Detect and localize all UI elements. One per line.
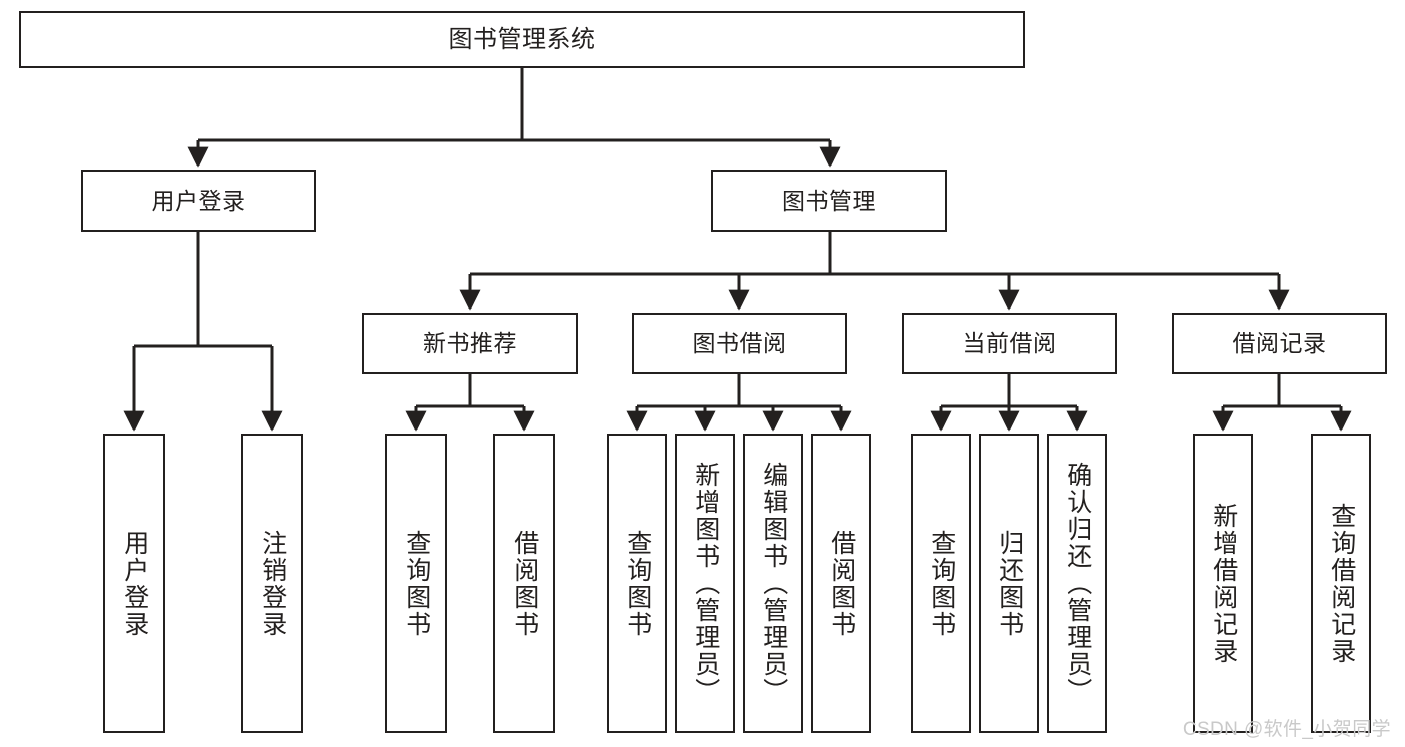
node-leaf-query-book-newbook[interactable]: 查询图书: [385, 434, 447, 733]
node-leaf-add-book-admin[interactable]: 新增图书（管理员）: [675, 434, 735, 733]
node-new-book-recommend[interactable]: 新书推荐: [362, 313, 578, 374]
node-label: 新增图书（管理员）: [691, 462, 720, 705]
node-leaf-logout[interactable]: 注销登录: [241, 434, 303, 733]
csdn-watermark: CSDN @软件_小贺同学: [1182, 719, 1391, 740]
node-label: 查询图书: [623, 529, 652, 638]
node-label: 归还图书: [995, 529, 1024, 638]
node-current-borrow[interactable]: 当前借阅: [902, 313, 1117, 374]
node-leaf-query-book-borrow[interactable]: 查询图书: [607, 434, 667, 733]
node-book-borrow[interactable]: 图书借阅: [632, 313, 847, 374]
node-label: 编辑图书（管理员）: [759, 462, 788, 705]
node-leaf-return-book[interactable]: 归还图书: [979, 434, 1039, 733]
node-label: 借阅记录: [1232, 330, 1327, 357]
node-leaf-query-borrow-record[interactable]: 查询借阅记录: [1311, 434, 1371, 733]
node-leaf-borrow-book-newbook[interactable]: 借阅图书: [493, 434, 555, 733]
node-label: 借阅图书: [827, 529, 856, 638]
node-label: 查询图书: [927, 529, 956, 638]
node-label: 当前借阅: [962, 330, 1057, 357]
node-leaf-user-login[interactable]: 用户登录: [103, 434, 165, 733]
node-label: 用户登录: [151, 187, 246, 214]
node-label: 新增借阅记录: [1209, 502, 1238, 665]
node-label: 注销登录: [258, 529, 287, 638]
node-leaf-confirm-return-admin[interactable]: 确认归还（管理员）: [1047, 434, 1107, 733]
node-label: 用户登录: [120, 529, 149, 638]
node-leaf-query-book-current[interactable]: 查询图书: [911, 434, 971, 733]
node-label: 查询借阅记录: [1327, 502, 1356, 665]
node-root-book-management-system[interactable]: 图书管理系统: [19, 11, 1025, 68]
node-label: 图书管理系统: [448, 25, 596, 53]
node-label: 查询图书: [402, 529, 431, 638]
node-label: 借阅图书: [510, 529, 539, 638]
node-book-management[interactable]: 图书管理: [711, 170, 947, 232]
node-label: 新书推荐: [423, 330, 517, 357]
node-user-login[interactable]: 用户登录: [81, 170, 316, 232]
node-leaf-edit-book-admin[interactable]: 编辑图书（管理员）: [743, 434, 803, 733]
node-borrow-record[interactable]: 借阅记录: [1172, 313, 1387, 374]
node-label: 图书借阅: [692, 330, 787, 357]
node-label: 图书管理: [782, 187, 876, 214]
node-label: 确认归还（管理员）: [1063, 462, 1092, 705]
node-leaf-add-borrow-record[interactable]: 新增借阅记录: [1193, 434, 1253, 733]
node-leaf-borrow-book[interactable]: 借阅图书: [811, 434, 871, 733]
